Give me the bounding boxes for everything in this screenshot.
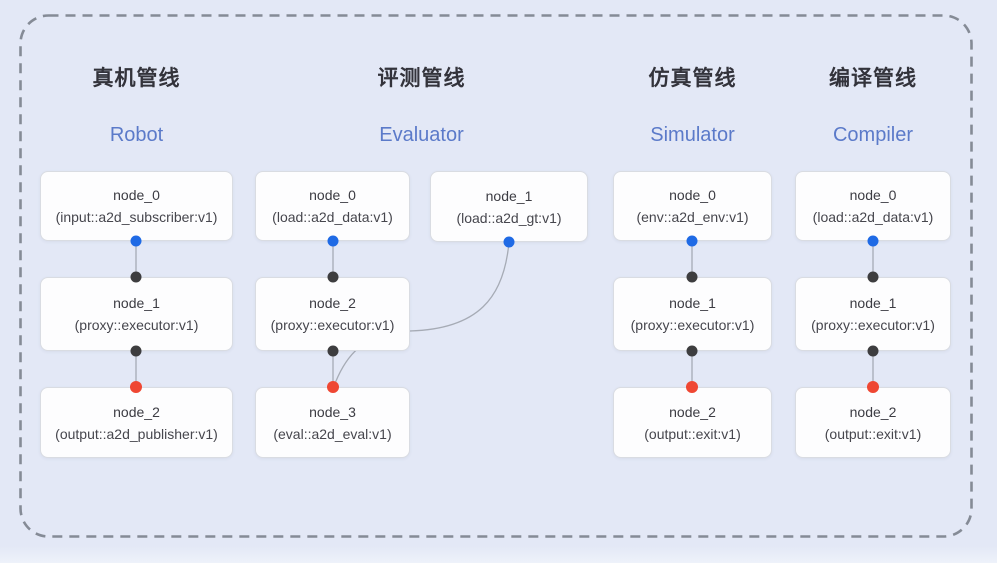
node-name: node_0 [113, 187, 160, 203]
pipeline-subtitle-evaluator: Evaluator [379, 124, 464, 146]
node-name: node_1 [113, 295, 160, 311]
pipeline-subtitle-simulator: Simulator [650, 124, 735, 146]
node-name: node_0 [669, 187, 716, 203]
node-type: (input::a2d_subscriber:v1) [55, 209, 218, 225]
node-box-robot-node0: node_0 (input::a2d_subscriber:v1) [40, 171, 233, 241]
node-type: (env::a2d_env:v1) [636, 209, 749, 225]
node-type: (output::exit:v1) [824, 425, 922, 442]
node-name: node_1 [669, 295, 716, 311]
dashed-border [19, 14, 973, 538]
node-type: (proxy::executor:v1) [74, 317, 199, 333]
node-name: node_2 [849, 403, 897, 420]
pipeline-title-robot-zh: 真机管线 [92, 67, 181, 90]
node-box-evaluator-node2: node_2 (proxy::executor:v1) [255, 277, 410, 351]
node-name: node_0 [309, 187, 356, 203]
node-box-evaluator-node3: node_3 (eval::a2d_eval:v1) [255, 387, 410, 458]
node-box-compiler-node1: node_1 (proxy::executor:v1) [795, 277, 951, 351]
node-name: node_1 [485, 187, 533, 204]
node-box-evaluator-node0: node_0 (load::a2d_data:v1) [255, 171, 410, 241]
pipeline-subtitle-compiler: Compiler [832, 124, 914, 146]
node-name: node_2 [669, 403, 716, 420]
node-type: (proxy::executor:v1) [630, 317, 755, 333]
node-name: node_2 [113, 403, 160, 420]
node-type: (load::a2d_data:v1) [812, 209, 934, 225]
pipeline-title-evaluator-zh: 评测管线 [377, 67, 466, 90]
node-box-simulator-node2: node_2 (output::exit:v1) [613, 387, 772, 458]
node-name: node_1 [849, 295, 897, 311]
node-name: node_0 [849, 187, 897, 203]
pipeline-subtitle-robot: Robot [109, 124, 164, 146]
node-box-compiler-node2: node_2 (output::exit:v1) [795, 387, 951, 458]
node-name: node_2 [309, 295, 356, 311]
node-box-robot-node1: node_1 (proxy::executor:v1) [40, 277, 233, 351]
node-type: (eval::a2d_eval:v1) [273, 425, 392, 442]
node-type: (output::exit:v1) [644, 425, 741, 442]
node-type: (load::a2d_data:v1) [272, 209, 393, 225]
node-type: (load::a2d_gt:v1) [456, 209, 562, 226]
node-box-evaluator-node1: node_1 (load::a2d_gt:v1) [430, 171, 588, 242]
pipeline-title-compiler-zh: 编译管线 [829, 67, 917, 90]
pipeline-title-simulator-zh: 仿真管线 [648, 67, 737, 90]
node-box-robot-node2: node_2 (output::a2d_publisher:v1) [40, 387, 233, 458]
node-box-simulator-node1: node_1 (proxy::executor:v1) [613, 277, 772, 351]
node-box-compiler-node0: node_0 (load::a2d_data:v1) [795, 171, 951, 241]
node-type: (output::a2d_publisher:v1) [55, 425, 218, 442]
node-box-simulator-node0: node_0 (env::a2d_env:v1) [613, 171, 772, 241]
node-name: node_3 [309, 403, 356, 420]
node-type: (proxy::executor:v1) [270, 317, 395, 333]
node-type: (proxy::executor:v1) [811, 317, 935, 333]
